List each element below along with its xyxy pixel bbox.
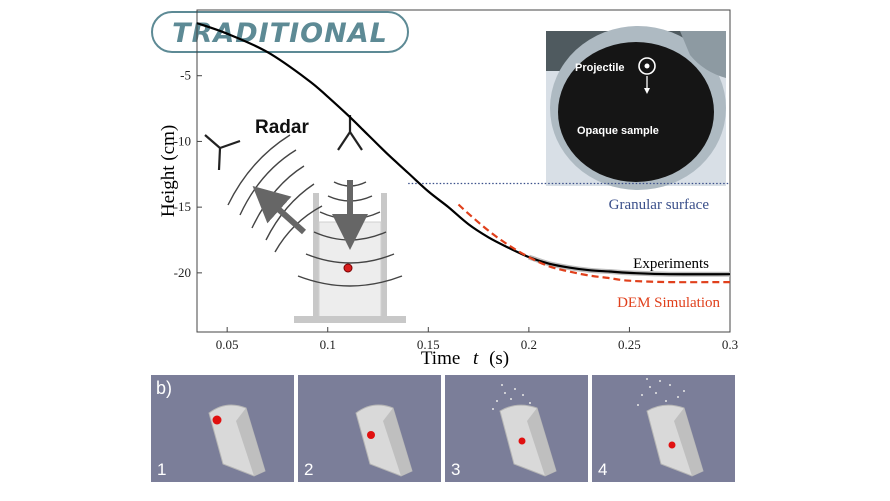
y-tick-label: -15 [174, 199, 191, 214]
x-axis-label-text: Time [421, 348, 460, 369]
simulation-frame-4: 4 [592, 375, 735, 482]
sample-wedge-icon [355, 404, 413, 477]
simulation-frame-3: 3 [445, 375, 588, 482]
y-axis-label: Height (cm) [158, 125, 179, 217]
simulation-frame-2: 2 [298, 375, 441, 482]
projectile-icon [668, 441, 676, 449]
radar-antenna-top-icon [337, 115, 363, 151]
radar-antenna-left-icon [204, 134, 241, 171]
badge-label: TRADITIONAL [172, 18, 388, 49]
sample-wedge-icon [492, 384, 557, 477]
projectile-icon [367, 431, 375, 439]
projectile-label: Projectile [575, 62, 625, 74]
projectile-marker [343, 263, 353, 273]
y-tick-label: -5 [180, 68, 191, 83]
diagonal-arrow [252, 185, 307, 235]
frame-number-3: 3 [451, 460, 461, 479]
sample-wedge-icon [637, 378, 704, 477]
dem-simulation-line [457, 203, 730, 284]
x-tick-label: 0.1 [320, 337, 336, 352]
radar-schematic: Radar [204, 115, 406, 323]
x-tick-label: 0.25 [618, 337, 641, 352]
x-tick-label: 0.05 [216, 337, 239, 352]
x-axis-label-variable: t [473, 348, 479, 369]
panel-b-label: b) [156, 378, 173, 398]
projectile-icon [212, 415, 222, 425]
x-axis-label-unit: (s) [489, 348, 509, 369]
container-base [294, 316, 406, 323]
experiments-line [197, 22, 730, 276]
radar-label: Radar [255, 117, 309, 138]
opaque-sample-label: Opaque sample [577, 125, 659, 137]
projectile-icon [518, 437, 526, 445]
granular-surface-label: Granular surface [609, 197, 710, 213]
opaque-sample-photo: Projectile Opaque sample [546, 26, 726, 190]
x-tick-label: 0.2 [521, 337, 537, 352]
experiments-label: Experiments [633, 256, 709, 272]
x-axis: 0.05 0.1 0.15 0.2 0.25 0.3 [216, 327, 738, 352]
y-tick-label: -20 [174, 265, 191, 280]
simulation-frame-1: 1 [151, 375, 294, 482]
traditional-badge: TRADITIONAL [151, 11, 409, 53]
x-tick-label: 0.3 [722, 337, 738, 352]
frame-number-2: 2 [304, 460, 314, 479]
plot-frame [196, 9, 731, 333]
projectile-circle [638, 57, 656, 75]
frame-number-1: 1 [157, 460, 167, 479]
frame-number-4: 4 [598, 460, 608, 479]
x-axis-label: Time t (s) [421, 348, 509, 369]
radar-waves [227, 134, 403, 287]
sample-wedge-icon [208, 404, 266, 477]
dem-simulation-label: DEM Simulation [617, 295, 720, 311]
y-tick-label: -10 [174, 133, 191, 148]
x-tick-label: 0.15 [417, 337, 440, 352]
y-axis: -5 -10 -15 -20 [174, 68, 202, 280]
